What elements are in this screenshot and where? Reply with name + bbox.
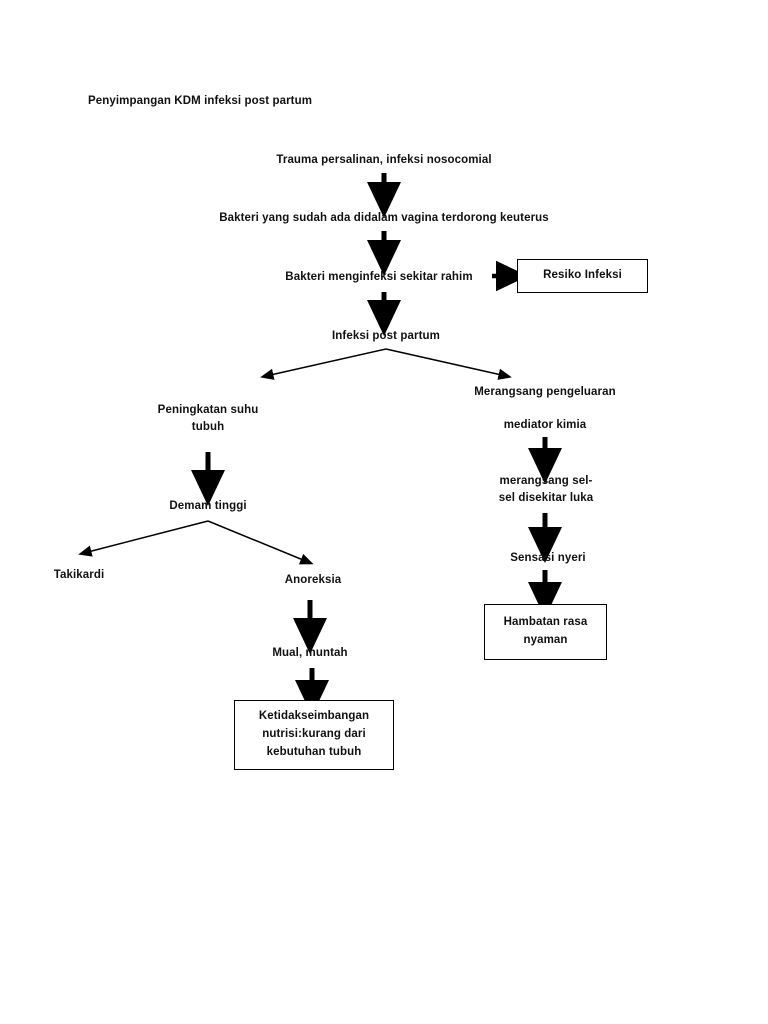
box-resiko-infeksi: Resiko Infeksi	[517, 259, 648, 293]
box-resiko-infeksi-label: Resiko Infeksi	[543, 269, 622, 282]
box-ketidakseimbangan-nutrisi: Ketidakseimbangan nutrisi:kurang dari ke…	[234, 700, 394, 770]
node-trauma-persalinan: Trauma persalinan, infeksi nosocomial	[276, 154, 492, 166]
arrow-demam-to-anoreksia	[207, 520, 314, 565]
node-merangsang-sel-sel: merangsang sel- sel disekitar luka	[498, 475, 594, 504]
page-title: Penyimpangan KDM infeksi post partum	[88, 95, 313, 107]
node-peningkatan-suhu-tubuh: Peningkatan suhu tubuh	[157, 404, 259, 433]
box-ketidakseimbangan-nutrisi-label: Ketidakseimbangan nutrisi:kurang dari ke…	[258, 710, 370, 758]
node-anoreksia: Anoreksia	[284, 574, 342, 586]
arrow-demam-to-takikardi	[78, 520, 209, 557]
box-hambatan-rasa-nyaman-label: Hambatan rasa nyaman	[503, 616, 588, 646]
node-infeksi-post-partum: Infeksi post partum	[332, 330, 440, 342]
node-bakteri-rahim: Bakteri menginfeksi sekitar rahim	[285, 271, 473, 283]
node-merangsang-pengeluaran-mediator: Merangsang pengeluaran mediator kimia	[474, 386, 616, 432]
arrow-infeksi-to-peningkatan-suhu	[260, 348, 387, 380]
node-demam-tinggi: Demam tinggi	[169, 500, 247, 512]
node-sensasi-nyeri: Sensasi nyeri	[510, 552, 586, 564]
node-mual-muntah: Mual, muntah	[272, 647, 348, 659]
node-bakteri-vagina: Bakteri yang sudah ada didalam vagina te…	[219, 212, 549, 224]
box-hambatan-rasa-nyaman: Hambatan rasa nyaman	[484, 604, 607, 660]
node-takikardi: Takikardi	[53, 569, 105, 581]
arrow-infeksi-to-merangsang-mediator	[385, 348, 512, 380]
